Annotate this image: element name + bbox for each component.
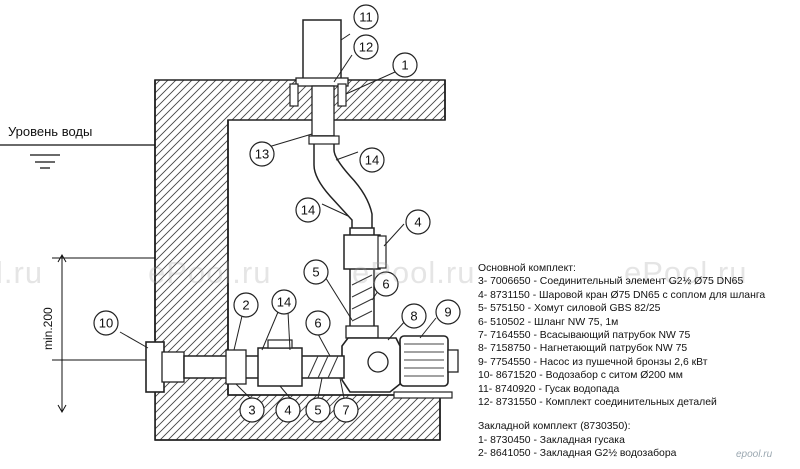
callout-2: 2 bbox=[233, 292, 259, 318]
legend-item: 6- 510502 - Шланг NW 75, 1м bbox=[478, 316, 619, 328]
legend-item: 10- 8671520 - Водозабор с ситом Ø200 мм bbox=[478, 370, 683, 382]
svg-text:2: 2 bbox=[242, 298, 249, 313]
callout-12: 12 bbox=[353, 34, 379, 60]
vertical-hose-spiral bbox=[351, 274, 373, 322]
svg-text:9: 9 bbox=[444, 305, 451, 320]
legend-item: 5- 575150 - Хомут силовой GBS 82/25 bbox=[478, 303, 661, 315]
svg-text:12: 12 bbox=[359, 40, 373, 55]
callout-5-bottom: 5 bbox=[305, 397, 331, 423]
watermark-2: ePool.ru bbox=[148, 255, 272, 290]
callout-6-bottom: 6 bbox=[305, 310, 331, 336]
return-pipe bbox=[313, 135, 373, 231]
legend-item: 8- 7158750 - Нагнетающий патрубок NW 75 bbox=[478, 343, 688, 355]
svg-text:10: 10 bbox=[99, 316, 113, 331]
watermark-1: l.ru bbox=[0, 255, 44, 290]
callout-9: 9 bbox=[435, 299, 461, 325]
suction-inlet bbox=[145, 341, 165, 393]
waterfall-spout bbox=[302, 19, 342, 81]
svg-text:14: 14 bbox=[277, 295, 291, 310]
svg-text:13: 13 bbox=[255, 147, 269, 162]
water-level-label: Уровень воды bbox=[8, 124, 92, 139]
legend-item: 7- 7164550 - Всасывающий патрубок NW 75 bbox=[478, 330, 691, 342]
ball-valve-vertical bbox=[343, 234, 381, 270]
watermark-3: ePool.ru bbox=[352, 255, 476, 290]
callout-3: 3 bbox=[239, 397, 265, 423]
connector-horizontal bbox=[225, 349, 247, 385]
svg-text:14: 14 bbox=[301, 203, 315, 218]
callout-6-top: 6 bbox=[373, 271, 399, 297]
legend-item: 4- 8731150 - Шаровой кран Ø75 DN65 с соп… bbox=[478, 289, 766, 301]
legend-item: 12- 8731550 - Комплект соединительных де… bbox=[478, 397, 717, 409]
callout-7: 7 bbox=[333, 397, 359, 423]
svg-text:4: 4 bbox=[284, 403, 291, 418]
callout-14-mid: 14 bbox=[295, 197, 321, 223]
svg-text:3: 3 bbox=[248, 403, 255, 418]
svg-text:4: 4 bbox=[414, 215, 421, 230]
callout-5-top: 5 bbox=[303, 259, 329, 285]
svg-text:6: 6 bbox=[382, 277, 389, 292]
callout-11: 11 bbox=[353, 4, 379, 30]
svg-text:8: 8 bbox=[410, 309, 417, 324]
spout-embed bbox=[311, 85, 335, 137]
legend-item: 3- 7006650 - Соединительный элемент G2½ … bbox=[478, 276, 744, 288]
svg-text:11: 11 bbox=[359, 10, 373, 25]
svg-text:5: 5 bbox=[314, 403, 321, 418]
water-level-marker bbox=[30, 154, 60, 169]
callout-4-top: 4 bbox=[405, 209, 431, 235]
ball-valve-horizontal bbox=[257, 347, 303, 387]
legend-item: 11- 8740920 - Гусак водопада bbox=[478, 383, 620, 395]
suction-hose-spiral bbox=[307, 355, 339, 379]
callout-14-bottom: 14 bbox=[271, 289, 297, 315]
callout-4-bottom: 4 bbox=[275, 397, 301, 423]
callout-14-top: 14 bbox=[359, 147, 385, 173]
svg-text:5: 5 bbox=[312, 265, 319, 280]
callout-8: 8 bbox=[401, 303, 427, 329]
main-kit-title: Основной комплект: bbox=[478, 263, 576, 274]
legend-item: 2- 8641050 - Закладная G2½ водозабора bbox=[478, 448, 677, 460]
parts-legend: Основной комплект: 3- 7006650 - Соединит… bbox=[478, 262, 798, 461]
leader-lines bbox=[119, 33, 437, 399]
pump-motor bbox=[399, 335, 449, 387]
callout-13: 13 bbox=[249, 141, 275, 167]
svg-text:14: 14 bbox=[365, 153, 379, 168]
watermark-4: ePool.ru bbox=[624, 255, 748, 290]
svg-text:1: 1 bbox=[401, 58, 408, 73]
callout-1: 1 bbox=[392, 52, 418, 78]
embed-kit-title: Закладной комплект (8730350): bbox=[478, 421, 631, 433]
legend-item: 1- 8730450 - Закладная гусака bbox=[478, 434, 625, 446]
legend-item: 9- 7754550 - Насос из пушечной бронзы 2,… bbox=[478, 356, 708, 368]
dimension-label: min.200 bbox=[41, 307, 55, 350]
site-logo: epool.ru bbox=[736, 449, 773, 460]
svg-text:6: 6 bbox=[314, 316, 321, 331]
svg-text:7: 7 bbox=[342, 403, 349, 418]
callout-10: 10 bbox=[93, 310, 119, 336]
